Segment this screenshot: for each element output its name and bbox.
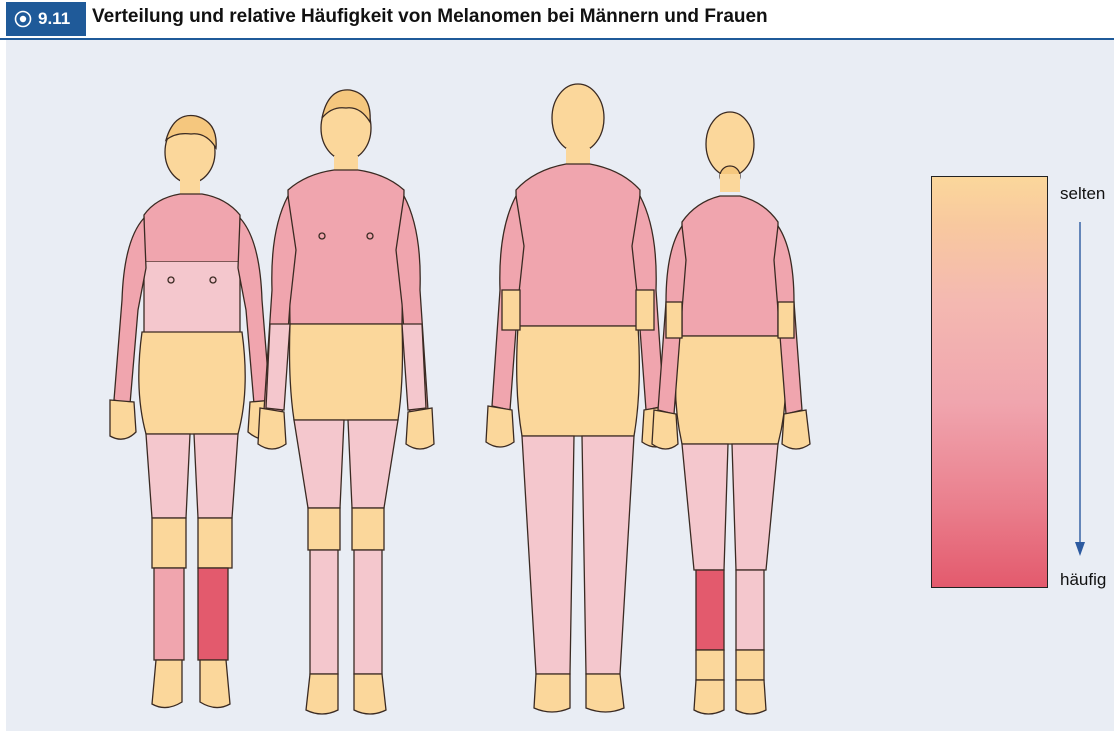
figure-number-badge: 9.11 <box>6 2 86 36</box>
frequency-gradient-scale <box>931 176 1048 588</box>
figure-title: Verteilung und relative Häufigkeit von M… <box>92 6 768 28</box>
woman-back-buttocks-zone <box>675 336 785 444</box>
man-back-buttocks-zone <box>517 326 640 436</box>
man-back-upper-back <box>516 164 640 326</box>
down-arrow-icon <box>1075 222 1085 558</box>
figure-header: 9.11 Verteilung und relative Häufigkeit … <box>0 0 1114 38</box>
figure-number: 9.11 <box>38 9 70 29</box>
legend-bottom-label: häufig <box>1060 570 1106 590</box>
woman-front-left-shin <box>154 568 184 660</box>
target-icon <box>14 10 32 28</box>
woman-back-left-calf <box>696 570 724 650</box>
man-front-figure <box>258 90 434 714</box>
woman-back-upper-back <box>682 196 778 336</box>
woman-front-upper-torso <box>144 194 240 262</box>
woman-front-right-shin <box>198 568 228 660</box>
man-front-upper-torso <box>288 170 404 324</box>
woman-front-hip-zone <box>139 332 245 434</box>
man-front-hip-zone <box>290 324 403 420</box>
legend-top-label: selten <box>1060 184 1105 204</box>
man-back-figure <box>486 84 670 712</box>
figure-panel: selten häufig <box>6 40 1114 731</box>
man-back-head <box>552 84 604 152</box>
woman-front-figure <box>110 116 276 708</box>
woman-back-figure <box>652 112 810 714</box>
